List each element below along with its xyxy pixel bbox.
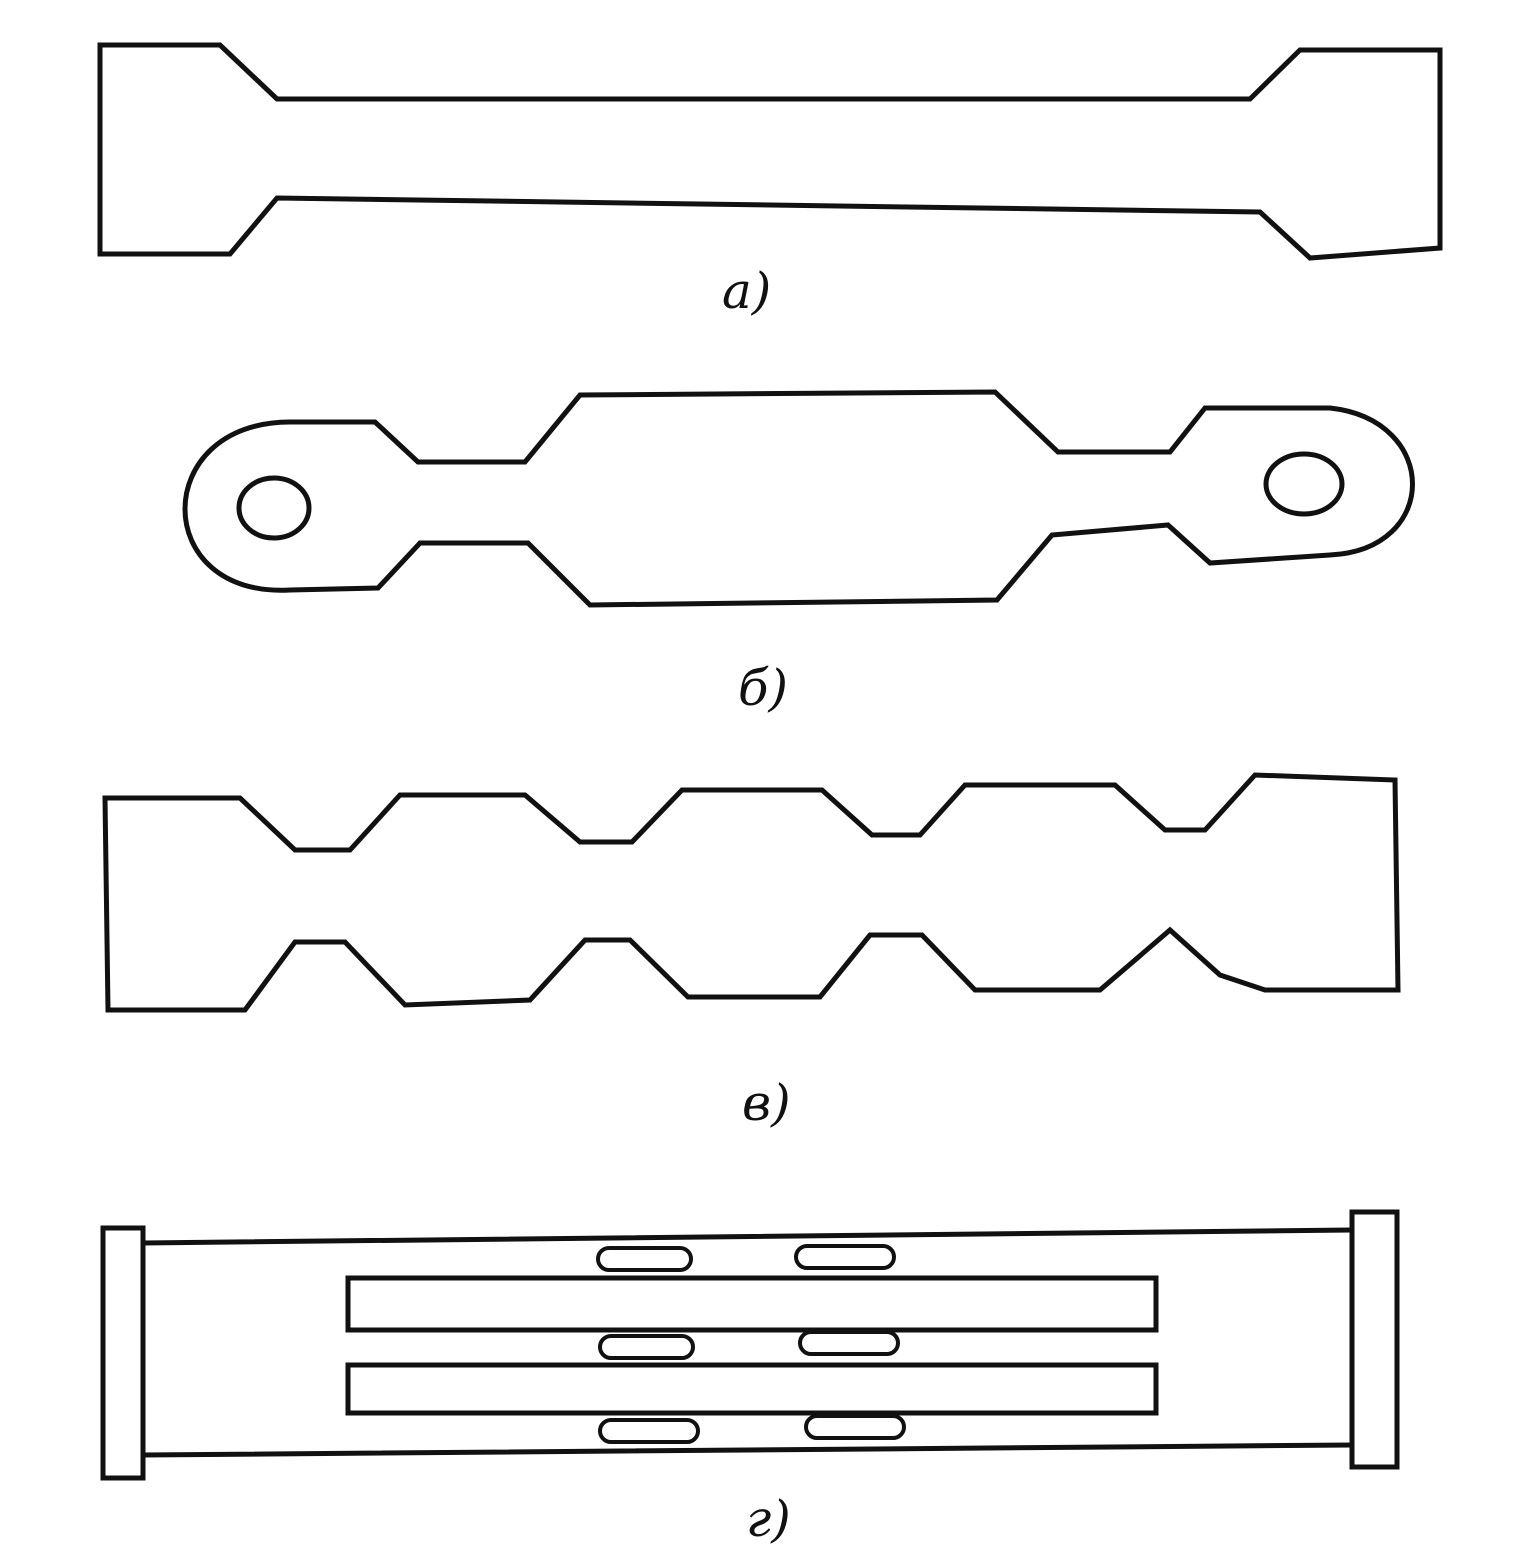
upper-strip <box>345 1275 1159 1333</box>
notched-specimen-outline <box>102 772 1401 1013</box>
panel-b: б) <box>182 389 1415 717</box>
left-eyelet-hole <box>236 475 312 541</box>
slot-middle-left <box>598 1334 695 1360</box>
slot-middle-right <box>798 1330 900 1356</box>
right-eyelet-hole <box>1263 451 1345 517</box>
slot-bottom-right <box>804 1414 906 1440</box>
eyelet-specimen-outline <box>182 389 1415 608</box>
panel-c: в) <box>102 772 1401 1132</box>
left-end-block <box>100 1225 146 1481</box>
lower-strip <box>345 1362 1159 1416</box>
slot-top-left <box>596 1246 693 1272</box>
dogbone-specimen-outline <box>97 42 1443 261</box>
panel-d-label: г) <box>746 1490 791 1548</box>
panel-b-label: б) <box>738 659 788 717</box>
frame-bottom-edge <box>140 1442 1355 1458</box>
panel-d: г) <box>100 1209 1400 1548</box>
slot-bottom-left <box>598 1418 700 1444</box>
panel-a: а) <box>97 42 1443 320</box>
slot-top-right <box>794 1244 896 1270</box>
frame-top-edge <box>140 1227 1355 1246</box>
right-end-block <box>1349 1209 1400 1470</box>
panel-a-label: а) <box>722 262 771 320</box>
panel-c-label: в) <box>742 1074 791 1132</box>
